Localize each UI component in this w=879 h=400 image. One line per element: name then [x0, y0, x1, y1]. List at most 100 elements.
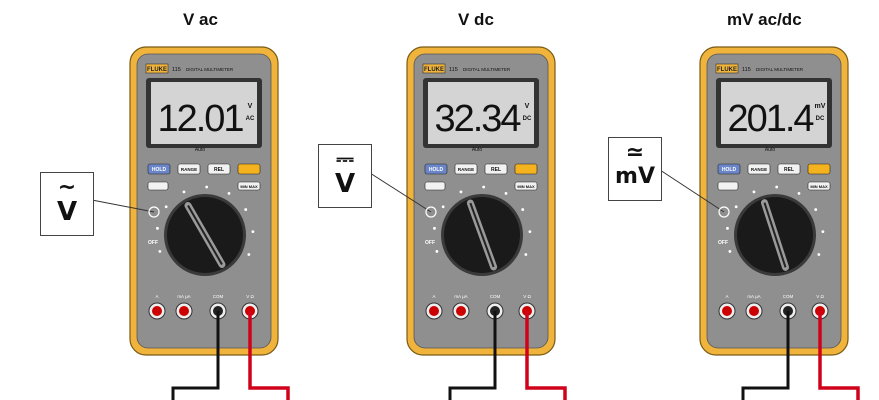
- brand-badge: [715, 63, 739, 74]
- minmax-button-label: MIN MAX: [240, 184, 258, 189]
- dial-marker: [433, 226, 436, 230]
- a-jack: [722, 306, 732, 316]
- dial-marker: [734, 205, 738, 209]
- hold-button: [424, 163, 448, 175]
- rel-button: [484, 163, 508, 175]
- minmax-button: [514, 181, 538, 191]
- lcd-unit-top: mV: [815, 103, 826, 110]
- rel-button-label: REL: [784, 167, 794, 173]
- brand-badge: [422, 63, 446, 74]
- dial-pointer-line: [187, 205, 223, 265]
- off-label: OFF: [425, 240, 435, 246]
- dial-marker: [182, 190, 186, 194]
- dial-marker: [482, 185, 486, 189]
- model-label: 115: [172, 67, 181, 73]
- callout-unit: V: [56, 197, 78, 227]
- dial-marker: [251, 230, 255, 234]
- hold-button-label: HOLD: [152, 167, 167, 173]
- ma-jack: [749, 306, 759, 316]
- rel-button-label: REL: [214, 167, 224, 173]
- red-test-lead: [525, 311, 567, 400]
- dial-marker: [524, 253, 528, 256]
- dial-marker: [752, 190, 756, 194]
- range-button: [747, 163, 771, 175]
- dial-marker: [817, 253, 821, 256]
- dial-marker: [158, 250, 162, 253]
- v-jack-label: V Ω: [816, 294, 824, 299]
- yellow-button: [237, 163, 261, 175]
- backlight-button: [424, 181, 446, 191]
- function-callout: ≃ mV: [608, 137, 662, 201]
- dial-marker: [164, 205, 168, 209]
- range-button-label: RANGE: [181, 167, 197, 172]
- subtitle-label: DIGITAL MULTIMETER: [756, 67, 804, 72]
- minmax-button: [237, 181, 261, 191]
- ma-jack-label: mA μA: [747, 294, 760, 299]
- range-button: [177, 163, 201, 175]
- brand-badge: [145, 63, 169, 74]
- hold-button-label: HOLD: [429, 167, 444, 173]
- function-callout: ~ V: [40, 172, 94, 236]
- a-jack-label: A: [155, 294, 158, 299]
- lcd-unit-top: V: [525, 103, 530, 110]
- subtitle-label: DIGITAL MULTIMETER: [463, 67, 511, 72]
- lcd-unit-top: V: [248, 103, 253, 110]
- yellow-button: [807, 163, 831, 175]
- lcd-unit-bottom: DC: [523, 116, 532, 122]
- function-marker: [425, 206, 437, 218]
- backlight-button: [147, 181, 169, 191]
- lcd-range-mode: Auto: [765, 147, 776, 153]
- lcd-range-mode: Auto: [472, 147, 483, 153]
- v-jack-label: V Ω: [246, 294, 254, 299]
- brand-label: FLUKE: [424, 67, 444, 73]
- callout-leader: [91, 199, 155, 213]
- brand-label: FLUKE: [147, 67, 167, 73]
- a-jack: [152, 306, 162, 316]
- ma-jack-label: mA μA: [177, 294, 190, 299]
- lcd-unit-bottom: AC: [246, 116, 255, 122]
- ac-wave-icon: ~: [57, 175, 77, 200]
- callout-unit: V: [334, 169, 356, 199]
- rel-button-label: REL: [491, 167, 501, 173]
- ma-jack-label: mA μA: [454, 294, 467, 299]
- function-marker: [148, 206, 160, 218]
- yellow-button: [514, 163, 538, 175]
- lcd-reading: 32.34: [434, 98, 521, 140]
- com-jack-label: COM: [783, 294, 794, 299]
- dial-marker: [247, 253, 251, 256]
- off-label: OFF: [148, 240, 158, 246]
- dial-marker: [728, 250, 732, 253]
- dial-marker: [244, 208, 248, 211]
- brand-label: FLUKE: [717, 67, 737, 73]
- a-jack-label: A: [432, 294, 435, 299]
- dial-pointer-line: [763, 202, 787, 268]
- dial-marker: [441, 205, 445, 209]
- model-label: 115: [742, 67, 751, 73]
- dial-marker: [528, 230, 532, 234]
- com-jack-label: COM: [490, 294, 501, 299]
- ma-jack: [179, 306, 189, 316]
- lcd-screen: [151, 82, 257, 144]
- hold-button: [147, 163, 171, 175]
- black-test-lead: [448, 311, 497, 400]
- callout-unit: mV: [615, 164, 655, 189]
- red-test-lead: [248, 311, 290, 400]
- v-jack-label: V Ω: [523, 294, 531, 299]
- dial-marker: [227, 192, 231, 195]
- range-button-label: RANGE: [751, 167, 767, 172]
- dial-marker: [726, 226, 729, 230]
- minmax-button: [807, 181, 831, 191]
- a-jack-label: A: [725, 294, 728, 299]
- lcd-screen: [428, 82, 534, 144]
- panel-title: V ac: [183, 10, 218, 29]
- black-test-lead: [171, 311, 220, 400]
- rel-button: [207, 163, 231, 175]
- a-jack: [429, 306, 439, 316]
- dial-marker: [821, 230, 825, 234]
- dial-marker: [435, 250, 439, 253]
